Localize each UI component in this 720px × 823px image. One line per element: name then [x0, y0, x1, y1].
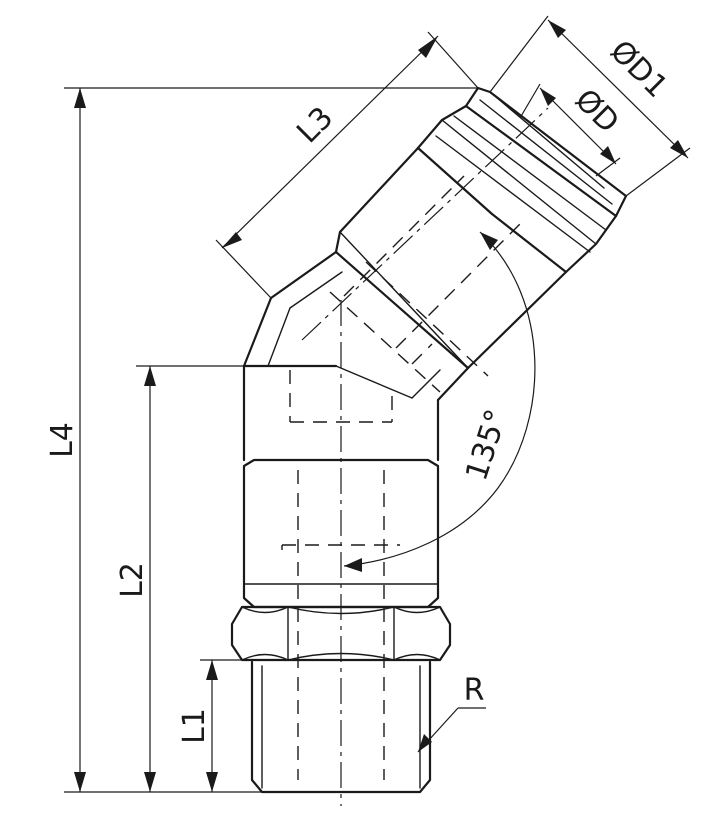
dimension-l4: L4 [45, 87, 478, 793]
hidden-bore [281, 175, 521, 780]
label-d: ØD [568, 82, 626, 140]
dimensions: L4 L2 L1 L3 [45, 15, 691, 793]
dimension-l2: L2 [115, 365, 244, 792]
hex-nut [230, 605, 452, 662]
label-l4: L4 [45, 422, 80, 458]
angled-body [269, 146, 568, 370]
label-d1: ØD1 [603, 34, 674, 105]
fitting-body [230, 86, 628, 806]
label-r: R [464, 673, 485, 708]
swivel-neck [242, 296, 470, 462]
center-lines [301, 107, 549, 806]
dimension-l1: L1 [177, 659, 252, 792]
label-l2: L2 [115, 562, 150, 598]
threaded-stem [250, 660, 432, 794]
label-angle: 135° [459, 405, 515, 485]
label-l1: L1 [177, 708, 212, 744]
dimension-r: R [417, 673, 486, 753]
label-l3: L3 [290, 100, 340, 150]
